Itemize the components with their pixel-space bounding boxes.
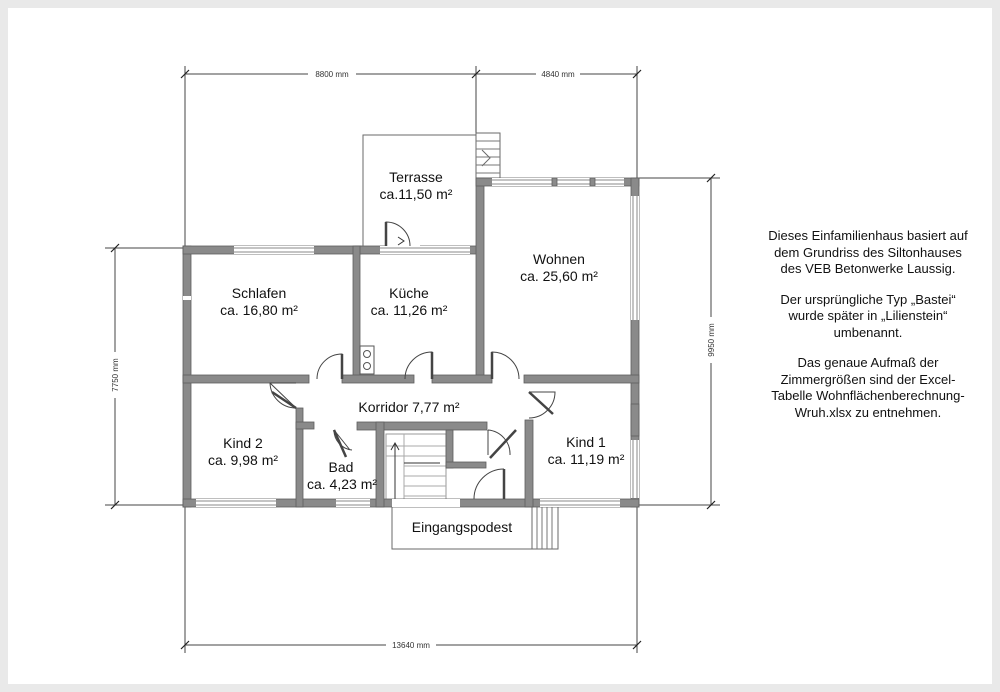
dim-top-right: 4840 mm xyxy=(541,70,575,79)
dim-left: 7750 mm xyxy=(111,358,120,392)
room-eingangspodest-name: Eingangspodest xyxy=(412,519,513,535)
room-kind2-area: ca. 9,98 m² xyxy=(208,452,278,468)
room-kind1-name: Kind 1 xyxy=(566,434,606,450)
room-kueche-area: ca. 11,26 m² xyxy=(371,302,448,318)
drawing-sheet: 8800 mm 4840 mm 13640 mm 7750 mm 9950 mm xyxy=(8,8,992,684)
floor-plan: 8800 mm 4840 mm 13640 mm 7750 mm 9950 mm xyxy=(105,66,720,653)
note-type-rename: Der ursprüngliche Typ „Bastei“ wurde spä… xyxy=(780,291,956,340)
room-kueche-name: Küche xyxy=(389,285,429,301)
room-wohnen-name: Wohnen xyxy=(533,251,585,267)
room-korridor-label: Korridor 7,77 m² xyxy=(358,399,459,415)
room-kind2-name: Kind 2 xyxy=(223,435,263,451)
room-terrasse-name: Terrasse xyxy=(389,169,443,185)
stove-icon xyxy=(359,345,375,375)
room-kind1-area: ca. 11,19 m² xyxy=(548,451,625,467)
dim-bottom: 13640 mm xyxy=(392,641,430,650)
note-measurements: Das genaue Aufmaß der Zimmergrößen sind … xyxy=(771,355,965,420)
staircase xyxy=(385,433,447,507)
note-origin: Dieses Einfamilienhaus basiert auf dem G… xyxy=(768,228,968,276)
doors xyxy=(269,221,556,500)
room-bad-name: Bad xyxy=(329,459,354,475)
room-bad-area: ca. 4,23 m² xyxy=(307,476,377,492)
room-terrasse-area: ca.11,50 m² xyxy=(380,186,453,202)
windows xyxy=(183,177,640,507)
room-schlafen-name: Schlafen xyxy=(232,285,286,301)
notes-panel: Dieses Einfamilienhaus basiert auf dem G… xyxy=(768,228,968,435)
dim-top-left: 8800 mm xyxy=(315,70,349,79)
room-wohnen-area: ca. 25,60 m² xyxy=(520,268,598,284)
room-schlafen-area: ca. 16,80 m² xyxy=(220,302,298,318)
dim-right: 9950 mm xyxy=(707,323,716,357)
dimension-lines xyxy=(105,66,720,653)
